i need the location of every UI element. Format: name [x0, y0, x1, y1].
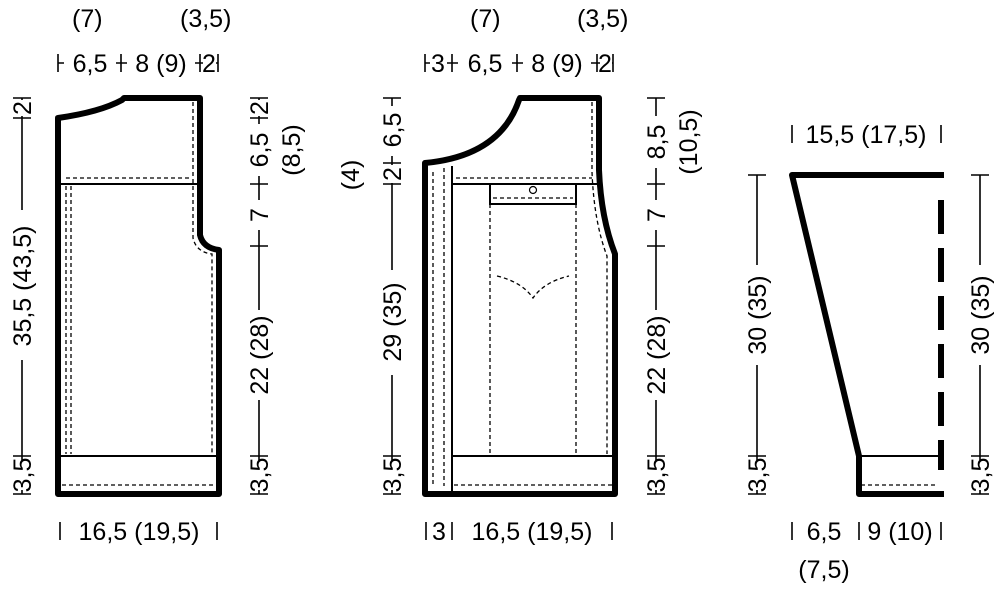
- back-top-seg-2: 8 (9): [135, 50, 186, 78]
- label-bg: [523, 48, 591, 76]
- back-left-top: 2: [9, 101, 37, 115]
- label-bg: [245, 460, 273, 490]
- back-right-upper: 6,5: [246, 133, 274, 168]
- sleeve-right-main: 30 (35): [967, 275, 995, 354]
- label-bg: [8, 210, 36, 360]
- front-bottom-band: 3: [432, 518, 446, 546]
- front-outline: [422, 95, 618, 497]
- back-left-rib: 3,5: [9, 458, 37, 493]
- sleeve-outline: [789, 172, 944, 497]
- label-bg: [203, 48, 216, 76]
- label-bg: [642, 310, 670, 400]
- front-left-neck-alt: (4): [337, 160, 365, 191]
- back-left-main: 35,5 (43,5): [9, 226, 37, 347]
- back-right-top: 2: [246, 101, 274, 115]
- back-outline: [55, 95, 222, 497]
- back-neck-alt: (7): [72, 5, 103, 33]
- label-bg: [127, 48, 195, 76]
- label-bg: [600, 48, 612, 76]
- label-bg: [245, 310, 273, 400]
- back-bottom-width: 16,5 (19,5): [79, 518, 200, 546]
- front-right-upper-alt: (10,5): [675, 109, 703, 174]
- back-right-lower: 22 (28): [246, 315, 274, 394]
- back-right-armhole: 7: [246, 208, 274, 222]
- label-bg: [430, 48, 447, 76]
- sleeve-bottom-left: 6,5: [807, 518, 842, 546]
- front-top-seg-1: 3: [431, 50, 445, 78]
- back-dash-right: [192, 102, 213, 454]
- label-bg: [378, 270, 406, 375]
- label-bg: [378, 460, 406, 490]
- label-bg: [378, 165, 406, 183]
- label-bg: [966, 460, 994, 490]
- back-piece: (7) (3,5) 6,5 8 (9) 2 2 35,5 (43,5) 3,5: [8, 5, 306, 546]
- front-right-upper: 8,5: [643, 125, 671, 160]
- label-bg: [64, 48, 116, 76]
- front-right-rib: 3,5: [643, 458, 671, 493]
- pocket-dash-bottom: [496, 275, 570, 300]
- sleeve-bottom-right: 9 (10): [867, 518, 932, 546]
- label-bg: [8, 100, 36, 116]
- label-bg: [966, 265, 994, 365]
- label-bg: [642, 200, 670, 230]
- sleeve-left-rib: 3,5: [744, 458, 772, 493]
- front-top-seg-4: 2: [598, 50, 612, 78]
- label-bg: [743, 460, 771, 490]
- label-bg: [458, 48, 512, 76]
- back-top-seg-3: 2: [202, 50, 216, 78]
- label-bg: [642, 116, 670, 168]
- sleeve-top-width: 15,5 (17,5): [806, 121, 927, 149]
- front-left-mid: 2: [379, 167, 407, 181]
- front-top-seg-3: 8 (9): [531, 50, 582, 78]
- sleeve-right-rib: 3,5: [967, 458, 995, 493]
- label-bg: [378, 106, 406, 156]
- back-right-rib: 3,5: [246, 458, 274, 493]
- front-piece: (7) (3,5) 3 6,5 8 (9) 2 (4) 6,5 2 29 (35…: [337, 5, 703, 546]
- sleeve-left-main: 30 (35): [744, 275, 772, 354]
- front-neck-alt: (7): [470, 5, 501, 33]
- back-shoulder-alt: (3,5): [180, 5, 231, 33]
- label-bg: [8, 460, 36, 490]
- sleeve-bottom-left-alt: (7,5): [798, 556, 849, 584]
- front-top-seg-2: 6,5: [468, 50, 503, 78]
- sleeve-piece: 15,5 (17,5) 30 (35) 3,5 30 (35) 3,5 6,5 …: [743, 121, 995, 584]
- label-bg: [245, 100, 273, 116]
- front-bottom-width: 16,5 (19,5): [472, 518, 593, 546]
- front-left-rib: 3,5: [379, 458, 407, 493]
- front-dash-right: [591, 102, 608, 454]
- front-left-main: 29 (35): [379, 282, 407, 361]
- front-right-armhole: 7: [643, 208, 671, 222]
- pocket-flap: [489, 183, 577, 205]
- front-shoulder-alt: (3,5): [577, 5, 628, 33]
- back-top-seg-1: 6,5: [73, 50, 108, 78]
- front-right-lower: 22 (28): [643, 315, 671, 394]
- label-bg: [245, 200, 273, 230]
- label-bg: [245, 124, 273, 176]
- label-bg: [642, 460, 670, 490]
- front-left-top: 6,5: [379, 113, 407, 148]
- label-bg: [743, 265, 771, 365]
- pocket-button-icon: [528, 185, 538, 195]
- back-right-upper-alt: (8,5): [278, 124, 306, 175]
